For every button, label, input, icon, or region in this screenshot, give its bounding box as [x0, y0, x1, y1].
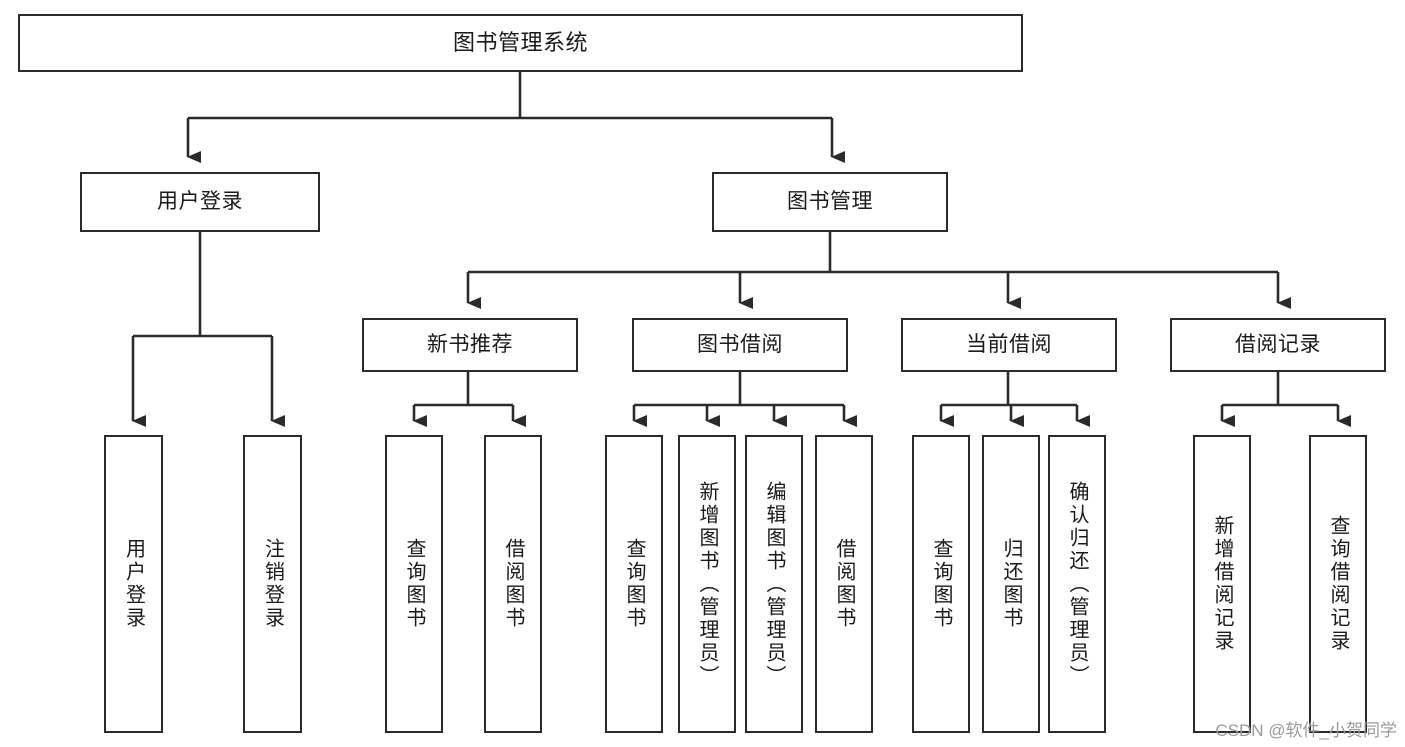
node-leaf-logout-login[interactable]: 注销登录: [243, 435, 302, 733]
node-leaf-edit-book[interactable]: 编辑图书（管理员）: [745, 435, 803, 733]
node-leaf-add-record[interactable]: 新增借阅记录: [1193, 435, 1251, 733]
node-leaf-confirm-return[interactable]: 确认归还（管理员）: [1048, 435, 1106, 733]
node-leaf-add-book[interactable]: 新增图书（管理员）: [678, 435, 736, 733]
node-root[interactable]: 图书管理系统: [18, 14, 1023, 72]
node-borrow-record[interactable]: 借阅记录: [1170, 318, 1386, 372]
node-leaf-query-book-3-label: 查询图书: [930, 538, 952, 630]
csdn-watermark: CSDN @软件_小贺同学: [1215, 721, 1397, 740]
node-leaf-add-record-label: 新增借阅记录: [1211, 515, 1233, 653]
node-new-book-recommend-label: 新书推荐: [427, 333, 513, 357]
node-leaf-confirm-return-label: 确认归还（管理员）: [1066, 480, 1088, 688]
node-user-login[interactable]: 用户登录: [80, 172, 320, 232]
node-leaf-borrow-book-1-label: 借阅图书: [502, 538, 524, 630]
node-book-manage-label: 图书管理: [787, 190, 873, 214]
node-leaf-add-book-label: 新增图书（管理员）: [696, 480, 718, 688]
node-leaf-logout-login-label: 注销登录: [261, 538, 284, 630]
node-leaf-query-book-2-label: 查询图书: [623, 538, 645, 630]
node-leaf-edit-book-label: 编辑图书（管理员）: [763, 480, 785, 688]
node-leaf-query-record[interactable]: 查询借阅记录: [1309, 435, 1367, 733]
node-book-borrow-label: 图书借阅: [697, 333, 783, 357]
node-new-book-recommend[interactable]: 新书推荐: [362, 318, 578, 372]
node-leaf-borrow-book-1[interactable]: 借阅图书: [484, 435, 542, 733]
node-leaf-query-book-3[interactable]: 查询图书: [912, 435, 970, 733]
node-book-manage[interactable]: 图书管理: [712, 172, 948, 232]
node-leaf-query-book-1-label: 查询图书: [403, 538, 425, 630]
node-current-borrow[interactable]: 当前借阅: [901, 318, 1117, 372]
node-leaf-return-book-label: 归还图书: [1000, 538, 1022, 630]
node-leaf-borrow-book-2-label: 借阅图书: [833, 538, 855, 630]
node-borrow-record-label: 借阅记录: [1235, 333, 1321, 357]
node-leaf-user-login-label: 用户登录: [122, 538, 145, 630]
node-book-borrow[interactable]: 图书借阅: [632, 318, 848, 372]
node-leaf-query-book-1[interactable]: 查询图书: [385, 435, 443, 733]
node-user-login-label: 用户登录: [157, 190, 243, 214]
node-leaf-borrow-book-2[interactable]: 借阅图书: [815, 435, 873, 733]
node-current-borrow-label: 当前借阅: [966, 333, 1052, 357]
node-root-label: 图书管理系统: [452, 29, 588, 55]
node-leaf-query-record-label: 查询借阅记录: [1327, 515, 1349, 653]
node-leaf-return-book[interactable]: 归还图书: [982, 435, 1040, 733]
node-leaf-user-login[interactable]: 用户登录: [104, 435, 163, 733]
node-leaf-query-book-2[interactable]: 查询图书: [605, 435, 663, 733]
